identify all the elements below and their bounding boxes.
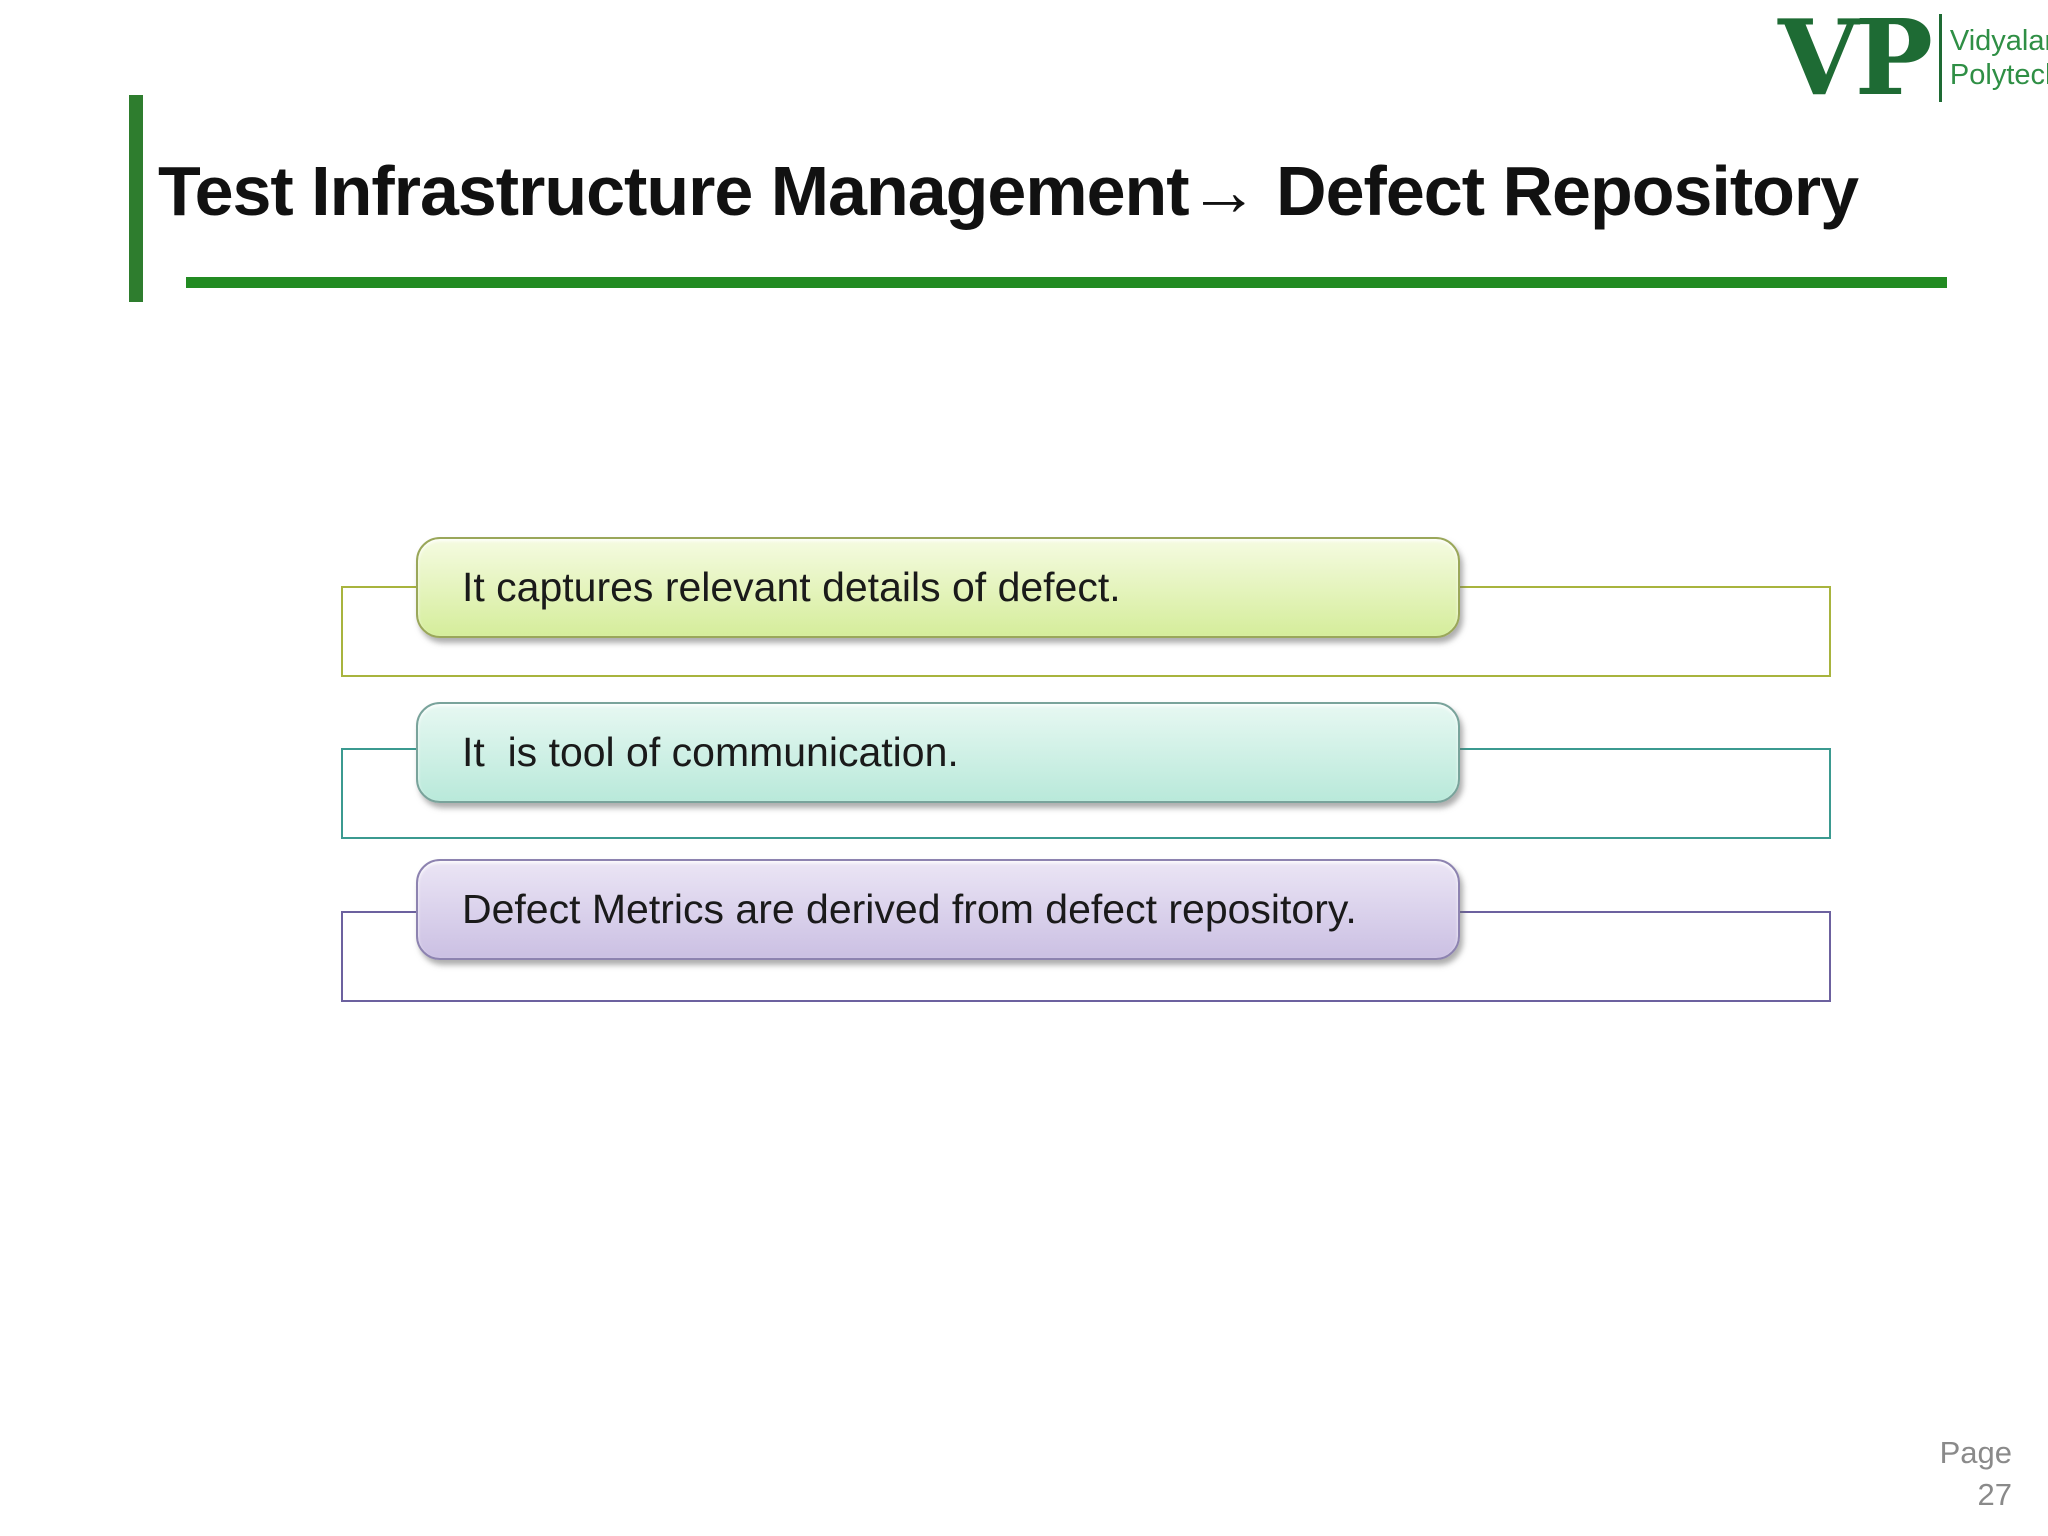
page-title: Test Infrastructure Management→ Defect R… (158, 152, 1859, 230)
logo: VP Vidyalankar Polytechnic (1778, 0, 2048, 119)
list-item: It is tool of communication. (416, 702, 1460, 803)
page-number: 27 (1977, 1477, 2012, 1512)
title-underline (186, 277, 1947, 288)
logo-institution-name: Vidyalankar Polytechnic (1950, 24, 2048, 92)
list-item-text: Defect Metrics are derived from defect r… (462, 886, 1357, 932)
list-item-text: It is tool of communication. (462, 729, 959, 775)
list-item: It captures relevant details of defect. (416, 537, 1460, 638)
logo-vp-monogram: VP (1778, 0, 1933, 119)
logo-divider (1938, 14, 1942, 102)
list-item: Defect Metrics are derived from defect r… (416, 859, 1460, 960)
logo-name-line2: Polytechnic (1949, 59, 2048, 91)
list-item-text: It captures relevant details of defect. (462, 564, 1121, 610)
title-accent-bar (129, 95, 143, 302)
page-label: Page (1939, 1435, 2012, 1470)
page-footer: Page 27 (1940, 1432, 2012, 1516)
logo-name-line1: Vidyalankar (1949, 25, 2048, 57)
